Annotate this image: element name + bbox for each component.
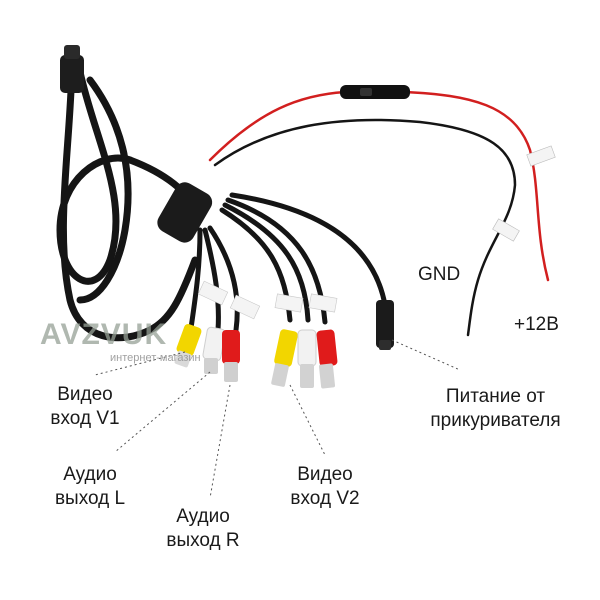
label-gnd: GND (418, 264, 461, 285)
fanout-cables (187, 192, 388, 338)
label-video-in-v1: Видео вход V1 (50, 384, 120, 429)
label-audio-out-l: Аудио выход L (54, 464, 126, 509)
fuse-holder (340, 85, 410, 99)
rca-plug-red-v2 (316, 329, 338, 389)
label-video-in-v2: Видео вход V2 (290, 464, 360, 509)
leader-lines (94, 339, 461, 499)
rca-plug-red-r (222, 330, 240, 382)
wire-tag (492, 218, 520, 242)
splitter-body (157, 182, 213, 243)
watermark-subtitle: интернет-магазин (110, 352, 201, 364)
watermark-logo: AVZVUK интернет-магазин (40, 318, 220, 368)
dc-power-jack (376, 300, 394, 350)
label-audio-out-r: Аудио выход R (166, 506, 240, 551)
label-power-from-lighter: Питание от прикуривателя (430, 386, 561, 431)
rca-plug-yellow-v2 (271, 329, 298, 387)
watermark-brand: AVZVUK (40, 318, 168, 351)
label-plus-12v: +12В (514, 314, 559, 335)
wire-tag (526, 145, 556, 167)
rca-plug-yellow-v1 (174, 323, 202, 368)
power-wires (208, 90, 550, 337)
din-connector (60, 55, 84, 93)
rca-plug-white-v2 (297, 329, 317, 388)
cable-tags (197, 280, 338, 320)
rca-plug-white-l (202, 326, 226, 374)
